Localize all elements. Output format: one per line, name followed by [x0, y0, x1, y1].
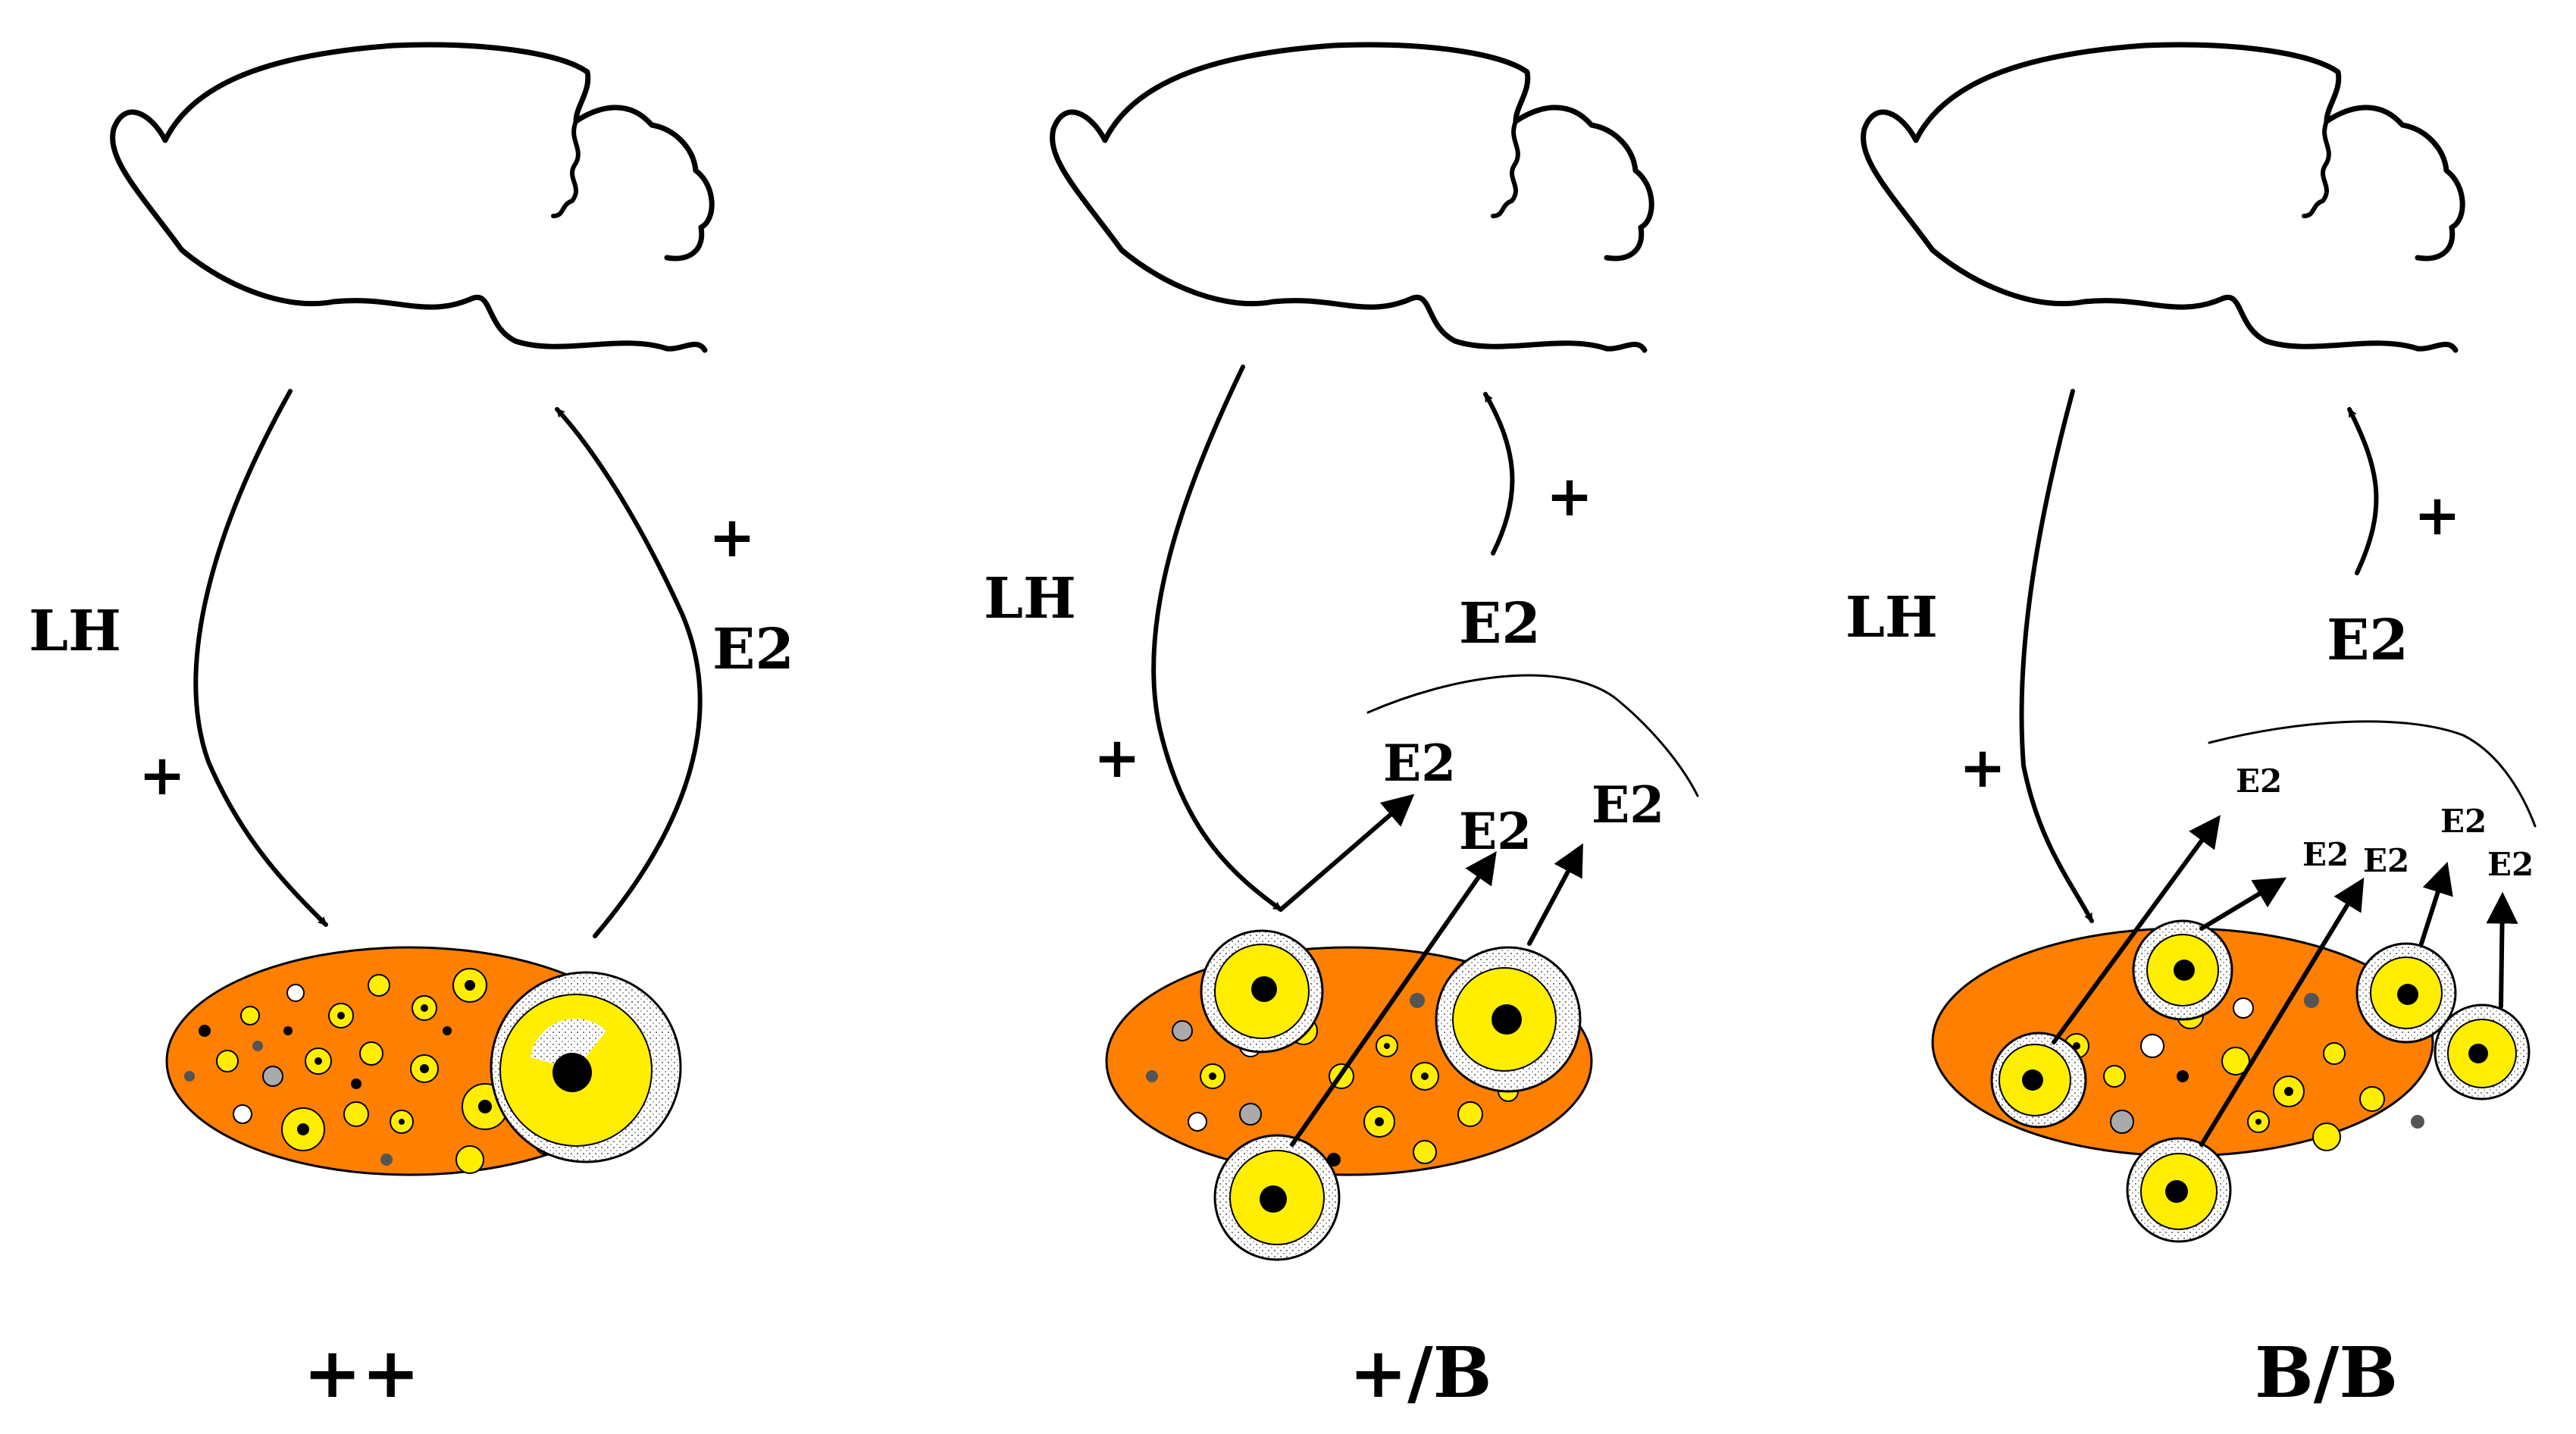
large-follicle [2434, 1003, 2531, 1101]
lh-label: LH [1845, 585, 1938, 650]
ovary [1931, 919, 2531, 1243]
large-follicle [1213, 1134, 1341, 1261]
brain-outline [110, 42, 715, 353]
panel-heterozygous: LH + + E2 E2 E2 E2 +/B [984, 42, 1699, 1414]
e2-secretion-arrow [2419, 861, 2453, 946]
dominant-follicle [490, 971, 682, 1163]
large-follicle [1990, 1032, 2087, 1129]
lh-arrow [2019, 389, 2094, 923]
e2-secretion-arrow [2052, 815, 2221, 1044]
lh-label: LH [29, 599, 121, 664]
e2-feedback-label: E2 [1459, 591, 1541, 656]
genotype-label: B/B [2255, 1332, 2398, 1414]
genotype-label: +/B [1349, 1332, 1491, 1414]
lh-plus-sign: + [1959, 735, 2006, 800]
e2-output-label: E2 [2236, 762, 2282, 800]
lh-arrow [193, 389, 328, 927]
e2-output-label: E2 [2302, 836, 2349, 873]
lh-arrow [1151, 365, 1283, 912]
lh-plus-sign: + [1094, 725, 1141, 791]
brain-outline [1050, 42, 1654, 353]
ovary [1105, 929, 1593, 1261]
large-follicle [2132, 919, 2233, 1021]
e2-secretion-arrow [2199, 877, 2365, 1147]
e2-output-label: E2 [1383, 734, 1456, 793]
e2-output-label: E2 [2487, 846, 2534, 883]
e2-output-label: E2 [1459, 802, 1532, 861]
e2-output-label: E2 [2440, 803, 2487, 840]
lh-label: LH [984, 566, 1076, 631]
brain-outline [1861, 42, 2465, 353]
e2-secretion-arrow [2486, 891, 2518, 1009]
e2-output-label: E2 [1592, 775, 1664, 834]
e2-feedback-label: E2 [2327, 608, 2409, 673]
e2-secretion-curve [1366, 674, 1699, 797]
panel-wild-type: LH + + E2 ++ [29, 42, 794, 1414]
genotype-label: ++ [303, 1332, 420, 1414]
ovary [165, 946, 682, 1176]
panel-homozygous: LH + + E2 E2 E2 E2 E2 E2 B/B [1845, 42, 2537, 1414]
e2-feedback-arrow [555, 407, 703, 938]
e2-secretion-arrow [1527, 843, 1583, 946]
lh-plus-sign: + [139, 743, 186, 808]
e2-feedback-arrow [1483, 392, 1515, 556]
e2-secretion-arrow [1279, 794, 1415, 912]
large-follicle [1200, 929, 1324, 1054]
large-follicle [2355, 942, 2457, 1044]
e2-feedback-label: E2 [712, 617, 794, 682]
e2-feedback-arrow [2347, 407, 2379, 575]
e2-feedback-plus-sign: + [2414, 483, 2461, 548]
e2-secretion-curve [2208, 720, 2537, 828]
e2-secretion-arrow [1290, 851, 1497, 1147]
e2-feedback-plus-sign: + [709, 505, 756, 570]
large-follicle [1435, 946, 1582, 1093]
large-follicle [2126, 1137, 2232, 1243]
e2-output-label: E2 [2363, 842, 2409, 879]
e2-feedback-plus-sign: + [1546, 464, 1593, 529]
e2-secretion-arrow [2199, 877, 2287, 931]
